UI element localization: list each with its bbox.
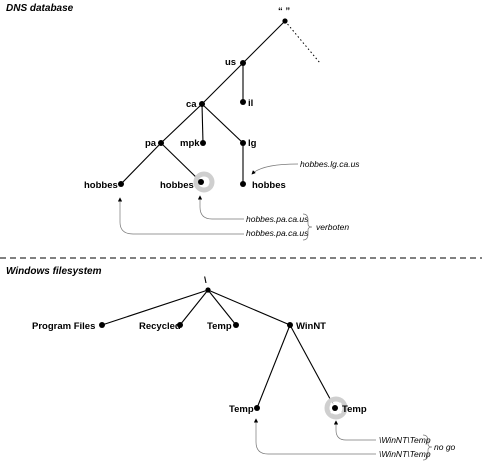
label-fs-root: \ xyxy=(204,275,207,286)
fs-title: Windows filesystem xyxy=(6,266,102,277)
edge-root-us xyxy=(242,20,286,64)
label-lg: lg xyxy=(248,138,257,149)
node-winnt xyxy=(287,322,293,328)
annotation-pa-fqdn-2: hobbes.pa.ca.us xyxy=(246,228,309,238)
edge-us-ca xyxy=(201,62,244,105)
edge-winnt-temp-left xyxy=(256,324,291,409)
node-us xyxy=(240,60,246,66)
dns-section: DNS database “ ” us il ca xyxy=(6,3,360,241)
label-hobbes-conflict: hobbes xyxy=(160,180,194,191)
edge-pa-hobbes-conflict xyxy=(160,142,202,183)
node-mpk xyxy=(200,140,206,146)
arrow-pa-fqdn-2 xyxy=(117,197,244,235)
label-pa: pa xyxy=(145,138,157,149)
arrow-path-1 xyxy=(333,420,376,441)
label-temp-root: Temp xyxy=(207,321,232,332)
edge-root-winnt xyxy=(207,289,291,326)
node-ca xyxy=(199,101,205,107)
node-il xyxy=(240,99,246,105)
annotation-fs-verdict: no go xyxy=(434,442,456,452)
edge-root-more xyxy=(284,20,321,64)
label-hobbes-pa: hobbes xyxy=(84,180,118,191)
edge-pa-hobbes xyxy=(120,142,162,185)
node-temp-root xyxy=(233,322,239,328)
label-hobbes-lg: hobbes xyxy=(252,180,286,191)
edge-ca-lg xyxy=(201,103,244,144)
node-dns-root xyxy=(282,18,288,24)
annotation-path-1: \WinNT\Temp xyxy=(379,435,431,445)
edge-root-program-files xyxy=(101,289,209,326)
annotation-dns-verdict: verboten xyxy=(316,222,349,232)
edge-root-temp xyxy=(207,289,237,326)
edge-winnt-temp-conflict xyxy=(289,324,336,409)
arrow-pa-fqdn-1 xyxy=(197,195,244,220)
label-recycled: Recycled xyxy=(139,321,181,332)
node-hobbes-conflict xyxy=(198,179,204,185)
label-program-files: Program Files xyxy=(32,321,95,332)
label-us: us xyxy=(225,57,236,68)
node-hobbes-pa xyxy=(118,181,124,187)
label-mpk: mpk xyxy=(180,138,200,149)
label-temp-conflict: Temp xyxy=(342,404,367,415)
node-lg xyxy=(240,140,246,146)
edge-ca-pa xyxy=(160,103,203,144)
arrow-lg-fqdn xyxy=(251,163,299,175)
annotation-pa-fqdn-1: hobbes.pa.ca.us xyxy=(246,214,309,224)
dns-title: DNS database xyxy=(6,3,74,14)
node-temp-left xyxy=(254,405,260,411)
annotation-path-2: \WinNT\Temp xyxy=(379,449,431,459)
edge-ca-mpk xyxy=(201,103,204,144)
node-program-files xyxy=(99,322,105,328)
node-temp-conflict xyxy=(332,405,338,411)
fs-section: Windows filesystem \ Program Files Recyc… xyxy=(6,266,456,461)
label-dns-root: “ ” xyxy=(278,6,290,17)
node-recycled xyxy=(177,322,183,328)
node-hobbes-lg xyxy=(240,181,246,187)
label-ca: ca xyxy=(186,99,197,110)
brace-fs xyxy=(422,434,433,461)
arrow-path-2 xyxy=(253,418,376,455)
label-il: il xyxy=(248,98,253,109)
brace-pa xyxy=(302,213,313,241)
label-temp-left: Temp xyxy=(229,404,254,415)
label-winnt: WinNT xyxy=(296,321,326,332)
annotation-lg-fqdn: hobbes.lg.ca.us xyxy=(300,159,360,169)
node-fs-root xyxy=(205,287,211,293)
edge-root-recycled xyxy=(179,289,209,326)
node-pa xyxy=(158,140,164,146)
